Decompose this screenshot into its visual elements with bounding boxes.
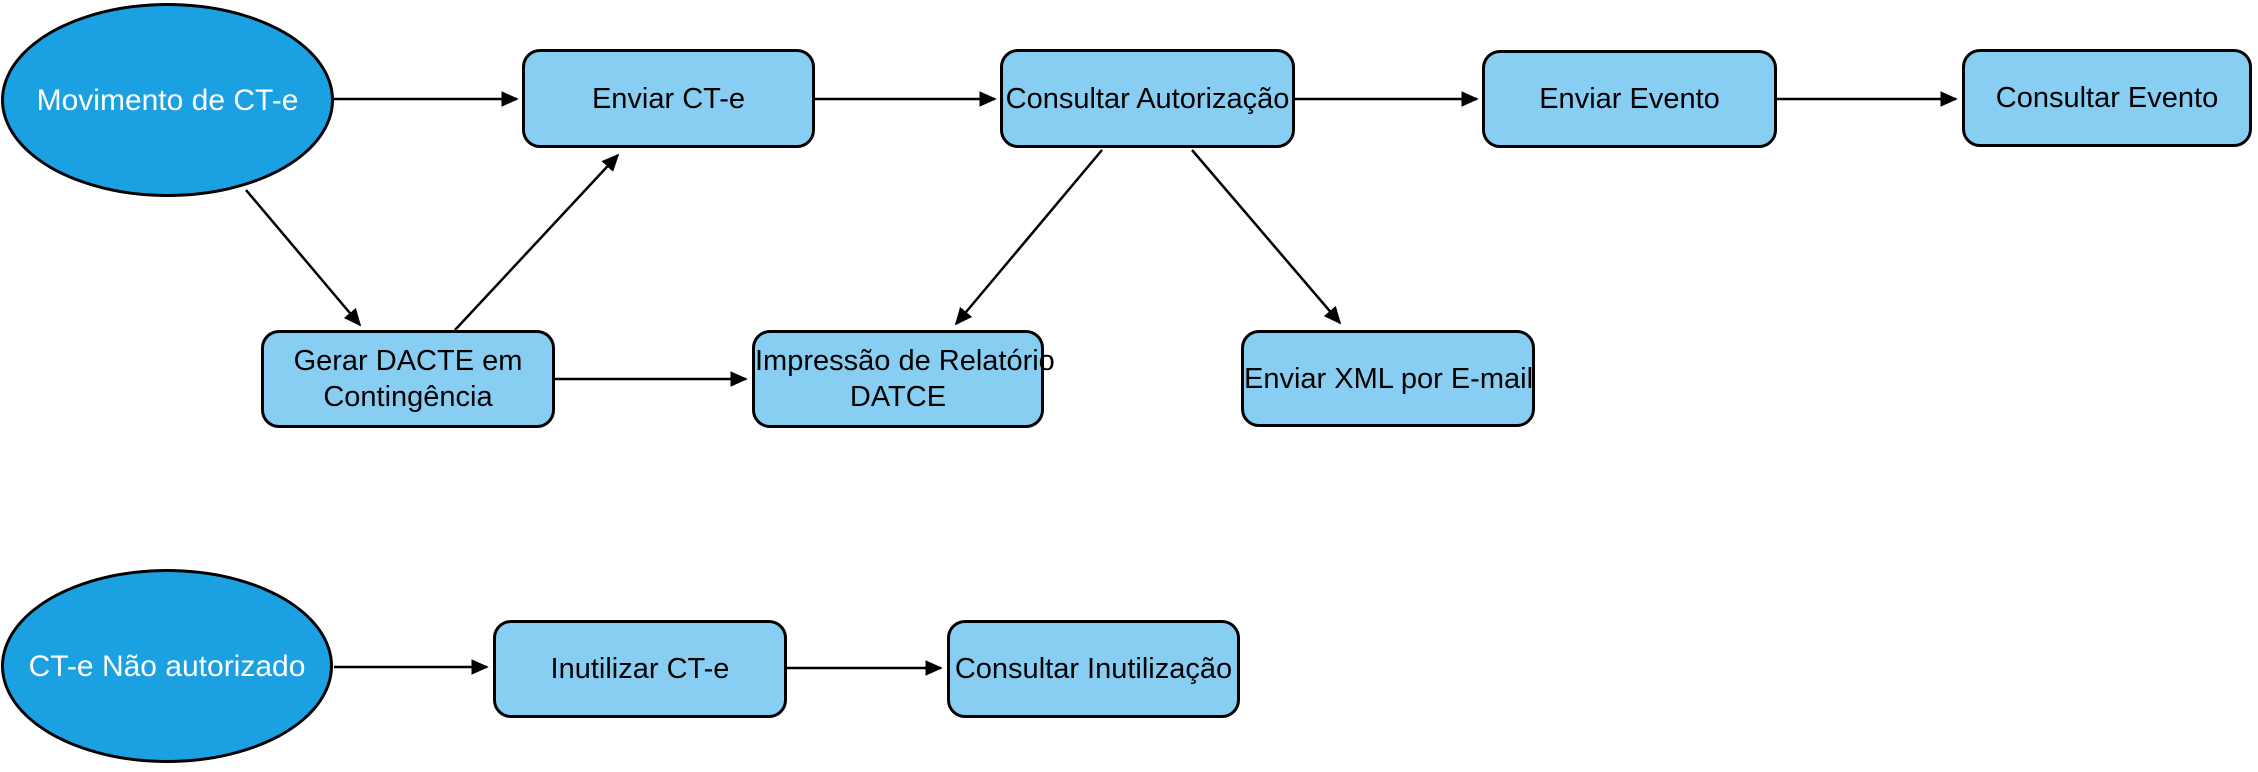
node-label: Enviar CT-e — [525, 81, 812, 117]
node-label: Impressão de Relatório DATCE — [755, 343, 1055, 415]
node-label: Consultar Evento — [1965, 80, 2249, 116]
node-movimento-de-cte[interactable]: Movimento de CT-e — [1, 3, 334, 197]
node-label: CT-e Não autorizado — [4, 648, 330, 685]
node-label: Movimento de CT-e — [4, 82, 331, 119]
edge-gerar-dacte-to-enviar-cte-arrow — [454, 153, 620, 331]
node-consultar-autorizacao[interactable]: Consultar Autorização — [1000, 49, 1295, 148]
node-label-line: Inutilizar CT-e — [550, 653, 730, 685]
node-consultar-evento[interactable]: Consultar Evento — [1962, 49, 2252, 147]
edge-consultar-autorizacao-to-enviar-xml-arrow — [1191, 149, 1342, 325]
node-label: Enviar XML por E-mail — [1244, 361, 1534, 397]
edge-consultar-autorizacao-to-impressao-arrow — [954, 149, 1103, 326]
node-label-line: Consultar Evento — [1995, 82, 2219, 114]
node-enviar-cte[interactable]: Enviar CT-e — [522, 49, 815, 148]
node-label: Inutilizar CT-e — [496, 651, 784, 687]
node-inutilizar-cte[interactable]: Inutilizar CT-e — [493, 620, 787, 718]
node-label-line: CT-e Não autorizado — [28, 649, 306, 683]
node-consultar-inutilizacao[interactable]: Consultar Inutilização — [947, 620, 1240, 718]
node-label-line: Contingência — [323, 381, 493, 413]
node-enviar-evento[interactable]: Enviar Evento — [1482, 50, 1777, 148]
node-impressao-de-relatorio-datce[interactable]: Impressão de Relatório DATCE — [752, 330, 1055, 428]
node-label: Enviar Evento — [1485, 81, 1774, 117]
node-label-line: Gerar DACTE em — [293, 345, 523, 377]
node-gerar-dacte-em-contingencia[interactable]: Gerar DACTE em Contingência — [261, 330, 555, 428]
node-label: Consultar Inutilização — [950, 651, 1237, 687]
node-enviar-xml-por-email[interactable]: Enviar XML por E-mail — [1241, 330, 1535, 427]
edge-movimento-to-gerar-dacte-arrow — [245, 189, 362, 327]
node-label-line: Consultar Autorização — [1005, 82, 1290, 115]
node-label-line: Enviar CT-e — [591, 82, 746, 115]
node-label-line: Movimento de CT-e — [36, 83, 299, 117]
node-label-line: DATCE — [849, 381, 947, 413]
node-label-line: Consultar Inutilização — [954, 653, 1233, 685]
node-label: Gerar DACTE em Contingência — [264, 343, 552, 415]
node-cte-nao-autorizado[interactable]: CT-e Não autorizado — [1, 569, 333, 763]
node-label-line: Impressão de Relatório — [755, 345, 1055, 377]
node-label: Consultar Autorização — [1003, 81, 1292, 117]
node-label-line: Enviar Evento — [1539, 83, 1720, 115]
node-label-line: Enviar XML por E-mail — [1244, 362, 1534, 395]
